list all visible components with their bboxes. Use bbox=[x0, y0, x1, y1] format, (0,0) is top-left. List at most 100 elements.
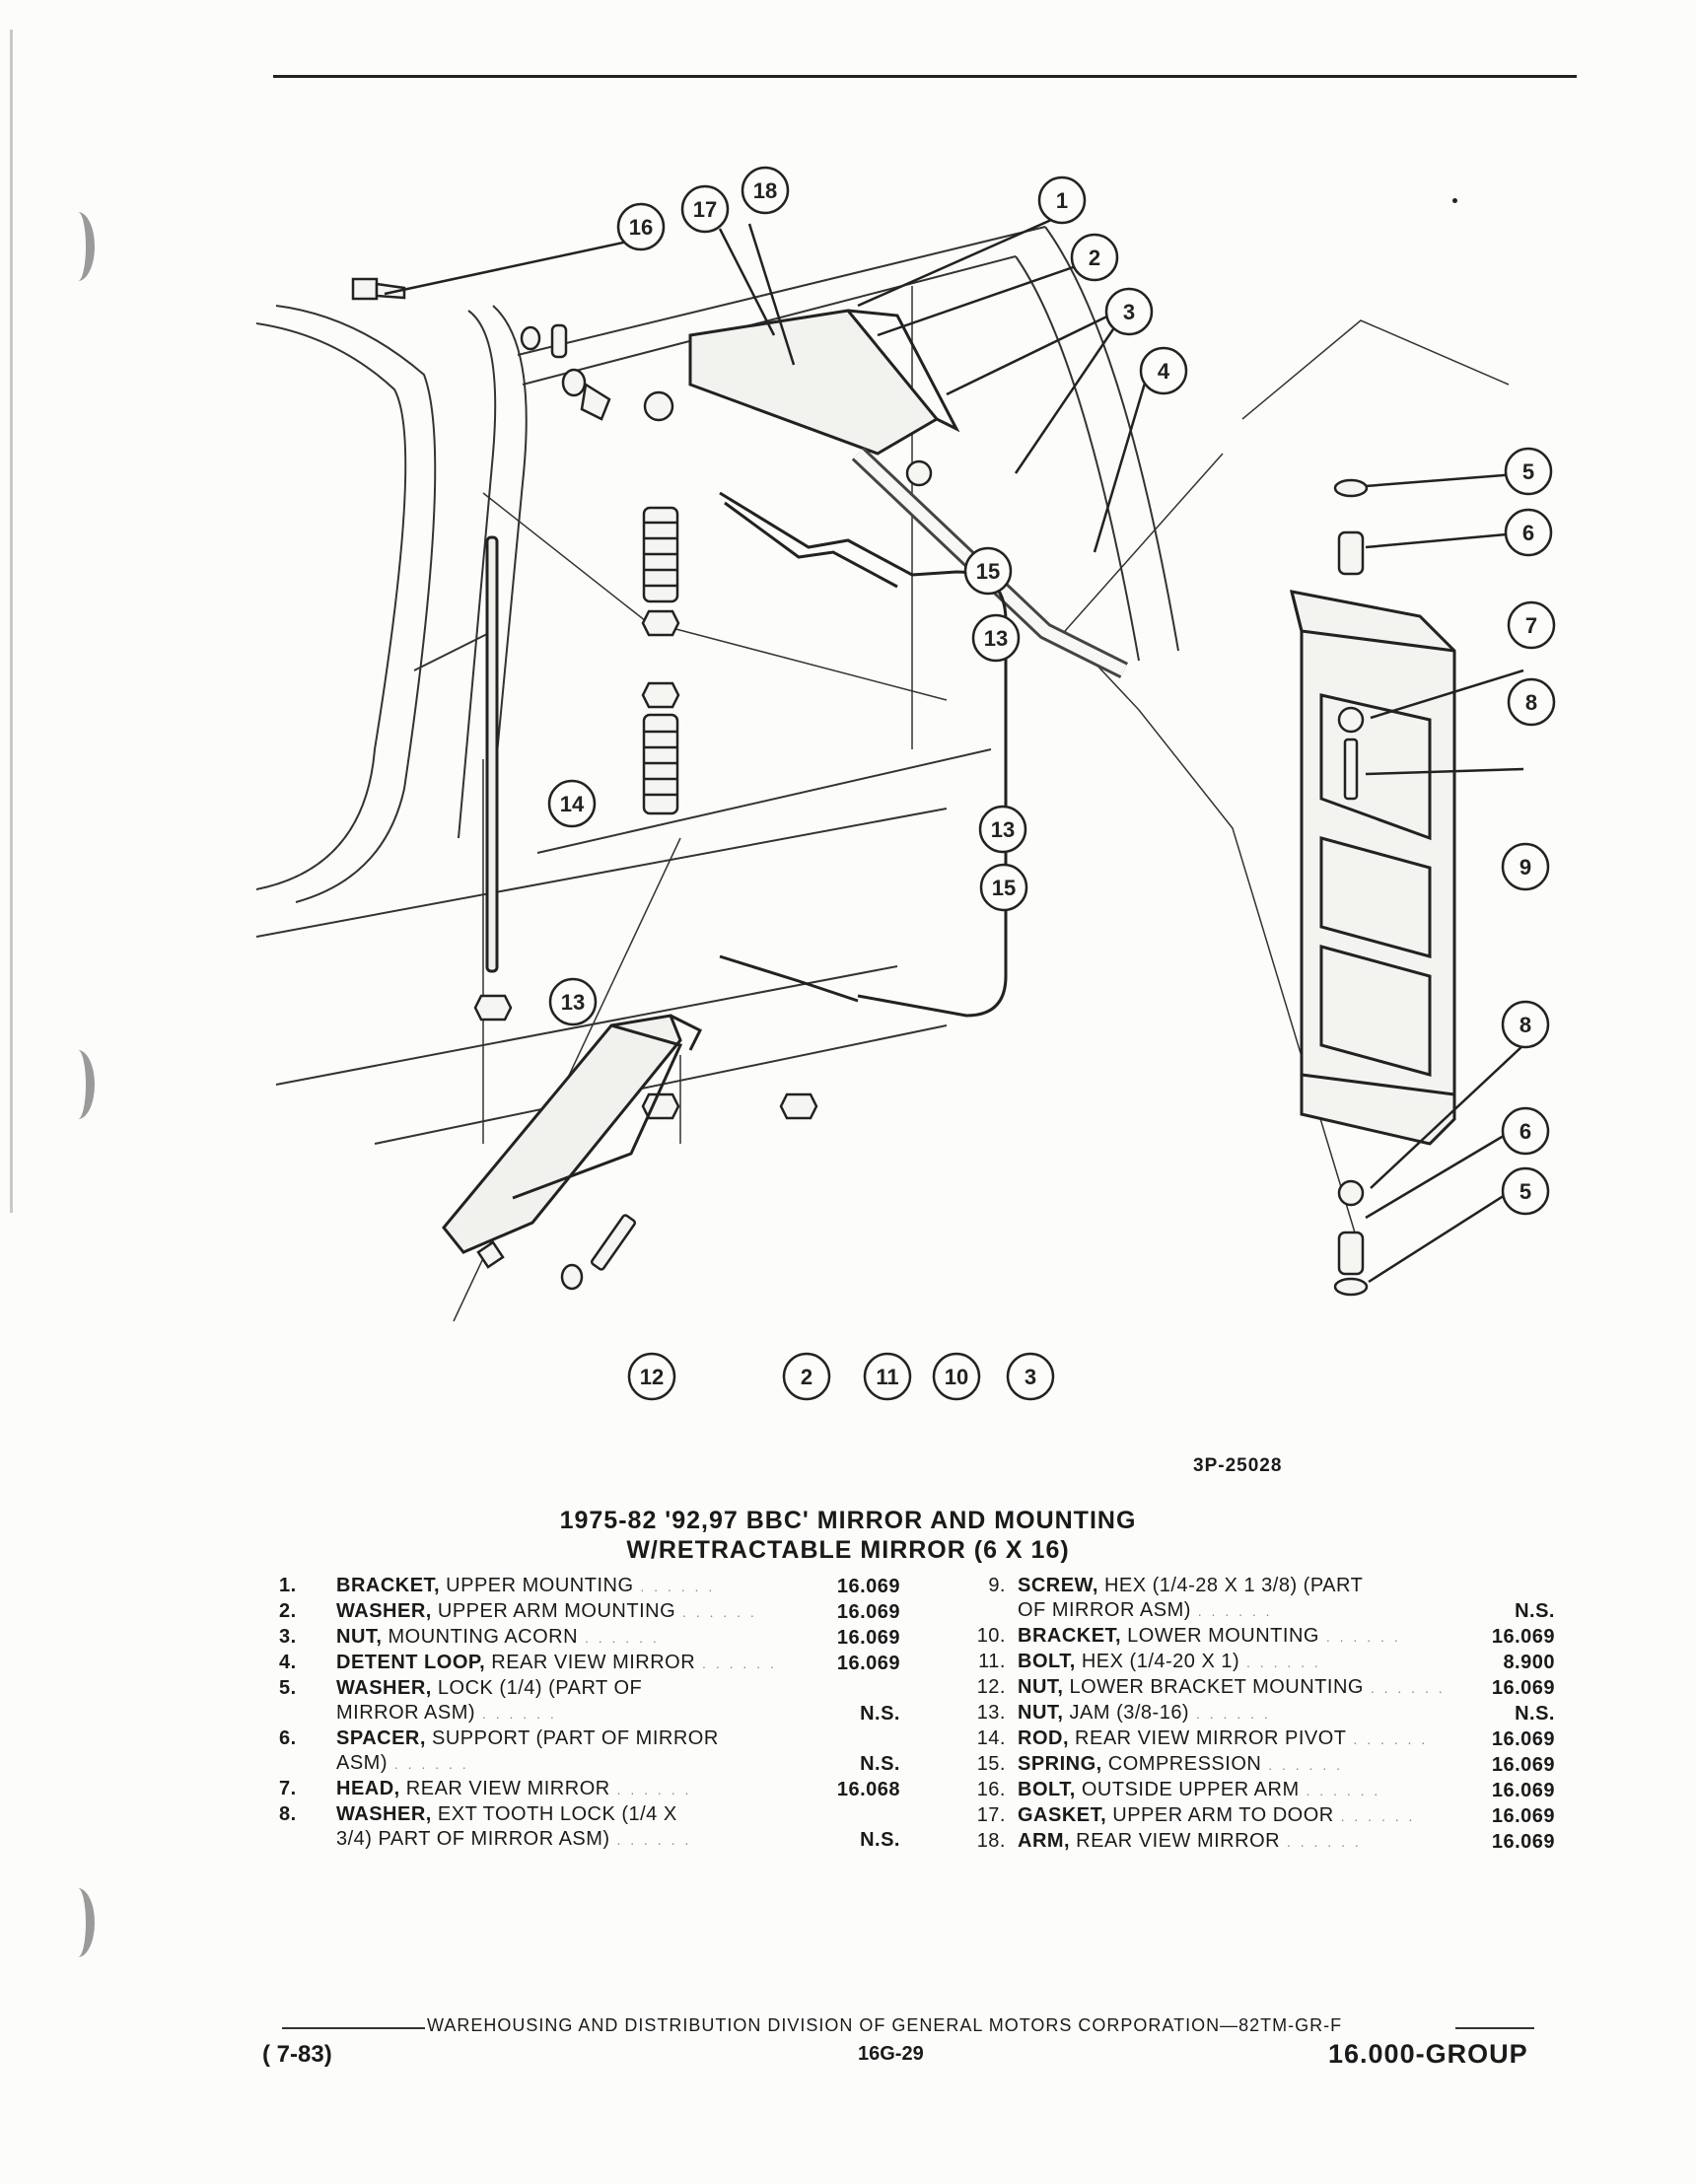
part-description: HEAD, REAR VIEW MIRROR . . . . . . bbox=[336, 1777, 810, 1802]
part-number: 16. bbox=[976, 1779, 1006, 1800]
part-number: 10. bbox=[976, 1625, 1006, 1647]
part-number: 12. bbox=[976, 1676, 1006, 1698]
section-title-line-1: 1975-82 '92,97 BBC' MIRROR AND MOUNTING bbox=[559, 1507, 1137, 1534]
part-group-code: 16.069 bbox=[1491, 1728, 1555, 1750]
binder-hole-bottom bbox=[61, 1888, 95, 1957]
part-detail: HEX (1/4-28 X 1 3/8) (PART bbox=[1097, 1575, 1364, 1596]
part-group-code: 16.069 bbox=[1491, 1805, 1555, 1827]
part-number: 18. bbox=[976, 1830, 1006, 1852]
part-group-code: 16.069 bbox=[836, 1653, 900, 1674]
exploded-parts-diagram bbox=[256, 203, 1529, 1322]
lower-mounting-bracket bbox=[442, 1014, 703, 1254]
svg-text:12: 12 bbox=[640, 1365, 664, 1389]
callout-7: 7 bbox=[1507, 600, 1556, 650]
footer-group: 16.000-GROUP bbox=[1328, 2039, 1528, 2069]
callout-17: 17 bbox=[680, 184, 730, 234]
leader-dots: . . . . . . bbox=[1189, 1706, 1271, 1722]
svg-text:15: 15 bbox=[976, 559, 1000, 584]
callout-3: 3 bbox=[1006, 1352, 1055, 1401]
part-group-code: 16.069 bbox=[1491, 1626, 1555, 1648]
svg-text:1: 1 bbox=[1056, 188, 1068, 213]
part-group-code: N.S. bbox=[860, 1753, 900, 1775]
svg-text:13: 13 bbox=[991, 817, 1015, 842]
lower-spring bbox=[642, 713, 679, 815]
part-name: ARM, bbox=[1018, 1830, 1071, 1852]
part-group-code: 8.900 bbox=[1503, 1652, 1555, 1673]
part-description: SPRING, COMPRESSION . . . . . . bbox=[1018, 1752, 1456, 1778]
part-description: BOLT, OUTSIDE UPPER ARM . . . . . . bbox=[1018, 1778, 1456, 1803]
callout-18: 18 bbox=[741, 166, 790, 215]
part-row: 14. ROD, REAR VIEW MIRROR PIVOT . . . . .… bbox=[949, 1726, 1555, 1752]
part-group-code: N.S. bbox=[1515, 1600, 1555, 1622]
leader-dots: . . . . . . bbox=[1318, 1629, 1401, 1645]
part-group-code: 16.069 bbox=[1491, 1831, 1555, 1853]
part-row: 18. ARM, REAR VIEW MIRROR . . . . . . 16.0… bbox=[949, 1829, 1555, 1855]
part-name: SPRING, bbox=[1018, 1753, 1102, 1775]
part-number: 8. bbox=[279, 1803, 297, 1825]
part-row: 13.NUT, JAM (3/8-16) . . . . . .N.S. bbox=[949, 1701, 1555, 1726]
part-name: GASKET, bbox=[1018, 1804, 1107, 1826]
part-number: 17. bbox=[976, 1804, 1006, 1826]
callout-11: 11 bbox=[863, 1352, 912, 1401]
callout-8: 8 bbox=[1501, 1000, 1550, 1049]
part-row: 2.WASHER, UPPER ARM MOUNTING . . . . . .… bbox=[279, 1599, 900, 1625]
part-detail: EXT TOOTH LOCK (1/4 X bbox=[431, 1803, 677, 1825]
leader-dots: . . . . . . bbox=[1239, 1655, 1321, 1670]
part-detail: REAR VIEW MIRROR bbox=[399, 1778, 610, 1799]
part-number: 3. bbox=[279, 1626, 297, 1648]
part-number: 7. bbox=[279, 1778, 297, 1799]
svg-text:17: 17 bbox=[693, 197, 717, 222]
part-row: 12.NUT, LOWER BRACKET MOUNTING . . . . .… bbox=[949, 1675, 1555, 1701]
part-row: 16. BOLT, OUTSIDE UPPER ARM . . . . . . 16… bbox=[949, 1778, 1555, 1803]
part-detail: OUTSIDE UPPER ARM bbox=[1075, 1779, 1300, 1800]
part-name: SCREW, bbox=[1018, 1575, 1098, 1596]
springs-and-nuts bbox=[473, 506, 818, 1120]
part-detail: LOWER BRACKET MOUNTING bbox=[1063, 1676, 1364, 1698]
lower-hardware bbox=[476, 1214, 637, 1291]
leader-dots: . . . . . . bbox=[1190, 1603, 1273, 1619]
part-row: 11.BOLT, HEX (1/4-20 X 1) . . . . . .8.9… bbox=[949, 1650, 1555, 1675]
upper-spring bbox=[642, 506, 679, 603]
part-name: ROD, bbox=[1018, 1727, 1069, 1749]
footer-rule-right bbox=[1455, 2027, 1534, 2029]
callout-10: 10 bbox=[932, 1352, 981, 1401]
part-detail: REAR VIEW MIRROR PIVOT bbox=[1069, 1727, 1347, 1749]
part-detail: REAR VIEW MIRROR bbox=[485, 1652, 696, 1673]
part-detail: REAR VIEW MIRROR bbox=[1070, 1830, 1281, 1852]
part-number: 4. bbox=[279, 1652, 297, 1673]
footer-date: ( 7-83) bbox=[262, 2041, 332, 2068]
part-number: 14. bbox=[976, 1727, 1006, 1749]
part-row: 3.NUT, MOUNTING ACORN . . . . . .16.069 bbox=[279, 1625, 900, 1651]
callout-arrows bbox=[384, 203, 1529, 1284]
mirror-hardware bbox=[1333, 478, 1369, 1297]
part-description: ROD, REAR VIEW MIRROR PIVOT . . . . . . bbox=[1018, 1726, 1456, 1752]
part-detail: JAM (3/8-16) bbox=[1063, 1702, 1190, 1724]
part-name: BRACKET, bbox=[1018, 1625, 1122, 1647]
footer-page: 16G-29 bbox=[858, 2043, 924, 2065]
part-description: WASHER, UPPER ARM MOUNTING . . . . . . bbox=[336, 1599, 810, 1625]
leader-dots: . . . . . . bbox=[578, 1630, 660, 1646]
footer-division: WAREHOUSING AND DISTRIBUTION DIVISION OF… bbox=[427, 2015, 1343, 2035]
leader-dots: . . . . . . bbox=[1346, 1731, 1429, 1747]
part-name: WASHER, bbox=[336, 1803, 432, 1825]
ink-speck bbox=[1452, 198, 1457, 203]
part-group-code: N.S. bbox=[1515, 1703, 1555, 1725]
leader-dots: . . . . . . bbox=[1333, 1808, 1416, 1824]
svg-text:2: 2 bbox=[801, 1365, 813, 1389]
upper-hardware bbox=[351, 277, 933, 487]
binder-hole-top bbox=[61, 212, 95, 281]
leader-dots: . . . . . . bbox=[1280, 1834, 1362, 1850]
callout-5: 5 bbox=[1501, 1166, 1550, 1216]
callout-2: 2 bbox=[782, 1352, 831, 1401]
part-row: 10.BRACKET, LOWER MOUNTING . . . . . .16… bbox=[949, 1624, 1555, 1650]
part-detail: COMPRESSION bbox=[1101, 1753, 1262, 1775]
part-number: 11. bbox=[978, 1651, 1006, 1672]
svg-text:15: 15 bbox=[992, 876, 1016, 900]
part-group-code: 16.069 bbox=[1491, 1780, 1555, 1801]
part-group-code: 16.068 bbox=[836, 1779, 900, 1800]
